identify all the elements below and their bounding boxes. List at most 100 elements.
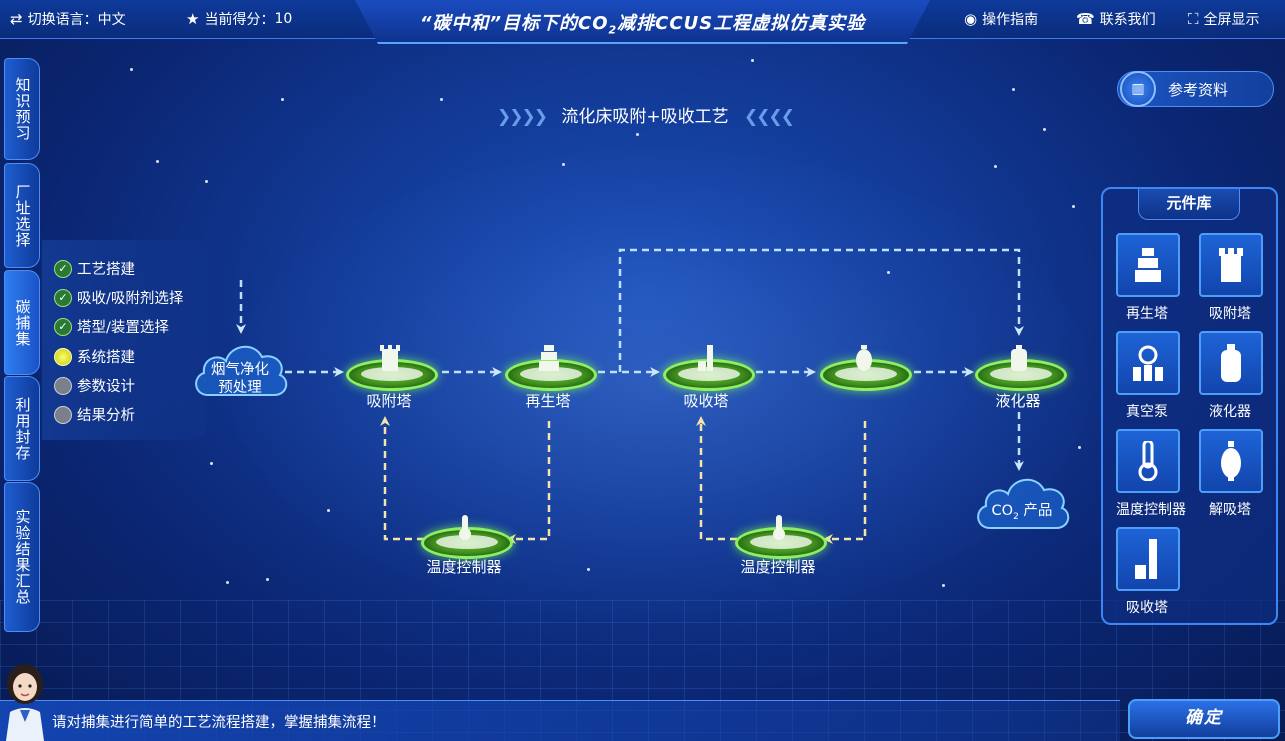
pretreatment-node[interactable]: 烟气净化 预处理: [190, 335, 290, 405]
star: [210, 462, 213, 465]
language-icon: ⇄: [10, 10, 23, 28]
contact-label: 联系我们: [1099, 12, 1156, 28]
score-value: 10: [274, 11, 293, 27]
library-item-desorber[interactable]: 解吸塔: [1199, 429, 1263, 519]
tab-utilization-storage[interactable]: 利用封存: [4, 376, 40, 481]
step-label: 结果分析: [77, 408, 135, 424]
pending-step-icon: [54, 405, 72, 424]
co2-suffix: 产品: [1018, 503, 1053, 519]
library-item-adsorber[interactable]: 吸附塔: [1199, 233, 1263, 323]
library-box: [1116, 233, 1180, 297]
hint-bar: 请对捕集进行简单的工艺流程搭建，掌握捕集流程！: [0, 700, 1120, 741]
tab-knowledge-preview[interactable]: 知识预习: [4, 58, 40, 160]
score-display: ★ 当前得分： 10: [186, 9, 292, 29]
cloud-icon: [977, 479, 1070, 529]
library-item-temperature-controller[interactable]: 温度控制器: [1116, 429, 1186, 519]
temp-controller-2-label: 温度控制器: [740, 558, 816, 576]
star: [942, 584, 945, 587]
star: [636, 133, 639, 136]
library-item-absorber[interactable]: 吸收塔: [1116, 527, 1180, 617]
title-part1: “碳中和”目标下的CO: [419, 13, 609, 34]
arrow-desorber-tempctrl2: [823, 421, 867, 544]
phone-icon: ☎: [1076, 10, 1095, 28]
title-part2: 减排CCUS工程虚拟仿真实验: [617, 13, 866, 34]
library-item-label: 解吸塔: [1209, 502, 1251, 518]
arrow-tempctrl2-absorber: [696, 416, 737, 541]
star: [562, 163, 565, 166]
thermometer-icon: [773, 515, 785, 540]
desorber-icon: [856, 345, 872, 371]
tab-results-summary[interactable]: 实验结果汇总: [4, 482, 40, 632]
star: [751, 59, 754, 62]
language-switch[interactable]: ⇄ 切换语言：中文: [10, 9, 126, 29]
regenerator-label: 再生塔: [525, 392, 571, 410]
title-banner: “碳中和”目标下的CO2减排CCUS工程虚拟仿真实验: [355, 0, 930, 44]
cloud-icon: [195, 346, 288, 396]
step-system-build[interactable]: 系统搭建: [54, 346, 135, 367]
tab-label: 实验结果汇总: [13, 509, 32, 605]
reference-button[interactable]: ▥ 参考资料: [1117, 71, 1274, 107]
library-box: [1116, 331, 1180, 395]
library-item-vacuum-pump[interactable]: 真空泵: [1116, 331, 1180, 421]
absorber-label: 吸收塔: [683, 392, 729, 410]
star: [281, 98, 284, 101]
star: [587, 568, 590, 571]
hint-text: 请对捕集进行简单的工艺流程搭建，掌握捕集流程！: [52, 715, 386, 731]
title-sub: 2: [608, 23, 618, 37]
library-title: 元件库: [1138, 189, 1240, 220]
step-process-build[interactable]: ✓ 工艺搭建: [54, 258, 135, 279]
star: [266, 578, 269, 581]
step-parameter-design[interactable]: 参数设计: [54, 375, 135, 396]
guide-button[interactable]: ◉ 操作指南: [964, 9, 1038, 29]
liquefier-icon: [1011, 345, 1027, 371]
tab-label: 厂址选择: [13, 183, 32, 248]
guide-label: 操作指南: [982, 12, 1039, 28]
fullscreen-button[interactable]: ⛶ 全屏显示: [1188, 9, 1260, 29]
confirm-label: 确定: [1185, 708, 1223, 728]
tab-site-selection[interactable]: 厂址选择: [4, 163, 40, 268]
fullscreen-label: 全屏显示: [1203, 12, 1260, 28]
step-label: 吸收/吸附剂选择: [77, 291, 184, 307]
co2-product-label: CO2 产品: [972, 502, 1072, 526]
step-sorbent-selection[interactable]: ✓ 吸收/吸附剂选择: [54, 287, 183, 308]
tab-label: 利用封存: [13, 396, 32, 461]
step-tower-selection[interactable]: ✓ 塔型/装置选择: [54, 316, 169, 337]
current-step-icon: [54, 347, 72, 366]
check-icon: ✓: [54, 259, 72, 278]
station-pad: [505, 359, 597, 391]
arrow-regenerator-tempctrl1: [506, 421, 551, 544]
library-item-label: 吸附塔: [1209, 306, 1251, 322]
step-label: 系统搭建: [77, 350, 135, 366]
tab-carbon-capture[interactable]: 碳捕集: [4, 270, 40, 375]
star: [226, 581, 229, 584]
process-title-text: 流化床吸附+吸收工艺: [561, 107, 729, 127]
pending-step-icon: [54, 376, 72, 395]
library-box: [1116, 527, 1180, 591]
arrow-tempctrl1-adsorber: [380, 416, 424, 541]
library-item-label: 再生塔: [1126, 306, 1168, 322]
score-label: 当前得分：: [204, 12, 275, 28]
star: [440, 98, 443, 101]
confirm-button[interactable]: 确定: [1128, 699, 1280, 739]
step-result-analysis[interactable]: 结果分析: [54, 404, 135, 425]
library-box: [1199, 331, 1263, 395]
co2-product-node[interactable]: CO2 产品: [972, 470, 1072, 536]
regenerator-icon: [1135, 248, 1161, 282]
reference-label: 参考资料: [1168, 80, 1229, 99]
liquefier-label: 液化器: [995, 392, 1041, 410]
library-box: [1116, 429, 1180, 493]
library-item-liquefier[interactable]: 液化器: [1199, 331, 1263, 421]
vacuum-pump-icon: [1133, 345, 1163, 381]
adsorber-icon: [1219, 248, 1243, 282]
liquefier-icon: [1221, 344, 1241, 382]
star: [327, 509, 330, 512]
regenerator-icon: [539, 345, 559, 371]
star: [156, 160, 159, 163]
temp-controller-1-label: 温度控制器: [426, 558, 502, 576]
contact-button[interactable]: ☎ 联系我们: [1076, 9, 1156, 29]
library-item-label: 真空泵: [1126, 404, 1168, 420]
step-label: 塔型/装置选择: [77, 320, 169, 336]
library-item-regenerator[interactable]: 再生塔: [1116, 233, 1180, 323]
adsorber-icon: [380, 345, 400, 371]
